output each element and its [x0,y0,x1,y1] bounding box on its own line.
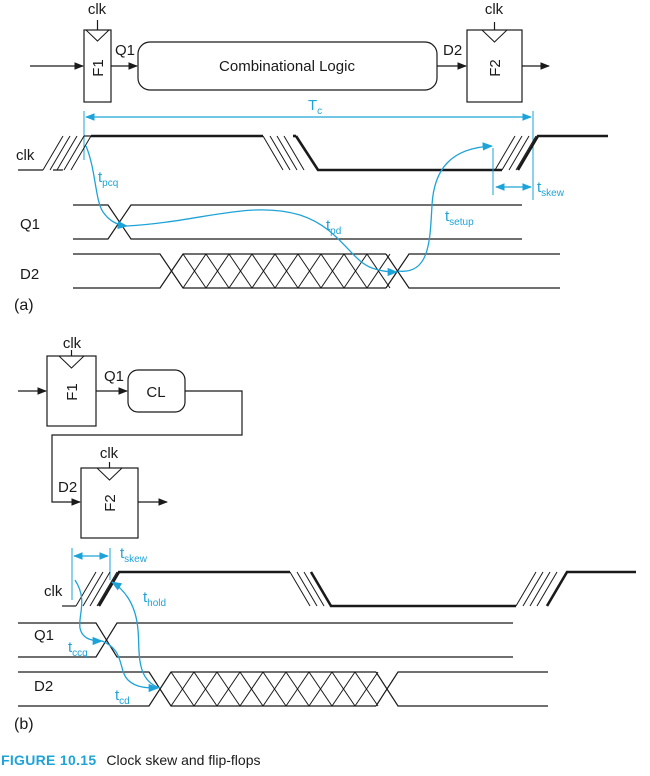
clk-low-b [309,571,516,608]
flip-flop-f2-b: F2 [80,462,139,539]
tskew-label-a: tskew [537,179,565,199]
tsetup-label-a: tsetup [445,208,474,228]
d2-uncertain-b [170,671,379,707]
q1-label-b: Q1 [104,368,124,385]
d2-uncertain-a [182,253,391,289]
tpd-curve-a [126,209,399,277]
tcd-label-b: tcd [115,687,130,707]
clk-edge-2-a [262,135,305,171]
ff2-label-b: F2 [102,494,119,512]
timing-a: Tc clk tskew Q1 D2 [14,97,608,314]
clk-high-2-a [516,134,608,171]
tccq-label-b: tccq [68,639,88,659]
q1-wave-label-b: Q1 [34,627,54,644]
clk-label-f1-b: clk [63,335,82,352]
part-a-label: (a) [14,297,34,314]
clk-label-f2-b: clk [100,445,119,462]
d2-wave-a2 [73,253,386,289]
clk-wave-label-b: clk [44,583,63,600]
d2-wave-label-b: D2 [34,678,53,695]
tsetup-curve-a [397,142,494,272]
ff2-label-a: F2 [487,59,504,77]
clk-edge-3-b [515,571,558,607]
tpd-label-a: tpd [326,217,341,237]
part-b-label: (b) [14,716,34,733]
tcd-curve-b [101,640,160,693]
clk-edge-1-a [42,135,92,171]
thold-curve-b [111,581,161,689]
tskew-label-b: tskew [120,545,148,565]
d2-label-b: D2 [58,479,77,496]
q1-label-a: Q1 [115,42,135,59]
clk-edge-3-a [494,135,537,171]
clk-high-1-b [97,570,290,607]
q1-wave-label-a: Q1 [20,216,40,233]
clk-label-f1-a: clk [88,1,107,18]
d2-wave-label-a: D2 [20,266,39,283]
tccq-curve-b [74,579,104,646]
figure-caption-text: Clock skew and flip-flops [106,752,261,768]
timing-b: tskew clk Q1 D2 [14,545,636,733]
tpcq-label-a: tpcq [98,169,118,189]
ff1-label-a: F1 [90,59,107,77]
logic-label-a: Combinational Logic [219,58,355,75]
d2-wave-a1 [73,253,386,289]
schematic-a: F1 clk Q1 Combinational Logic D2 F2 clk [30,1,550,103]
clk-edge-2-b [289,571,332,607]
q1-wave-b2 [18,622,513,658]
schematic-b: F1 clk Q1 CL D2 F2 clk [18,335,243,539]
clk-wave-label-a: clk [16,147,35,164]
thold-label-b: thold [143,589,166,609]
figure-number: FIGURE 10.15 [1,752,97,768]
flip-flop-f1-a: F1 [83,20,112,103]
flip-flop-f2-a: F2 [466,22,523,103]
clk-low-a [294,135,502,172]
logic-label-b: CL [146,384,165,401]
clk-edge-1-b [75,571,118,607]
clk-label-f2-a: clk [485,1,504,18]
tpcq-curve-a [85,145,129,230]
tc-label: Tc [308,97,322,117]
d2-wire-b [51,390,243,506]
flip-flop-f1-b: F1 [46,350,97,427]
figure-canvas: F1 clk Q1 Combinational Logic D2 F2 clk … [14,1,636,733]
figure-caption: FIGURE 10.15 Clock skew and flip-flops [0,746,650,774]
clk-high-2-b [545,570,636,607]
d2-label-a: D2 [443,42,462,59]
d2-wave-b2 [18,671,376,707]
ff1-label-b: F1 [64,383,81,401]
